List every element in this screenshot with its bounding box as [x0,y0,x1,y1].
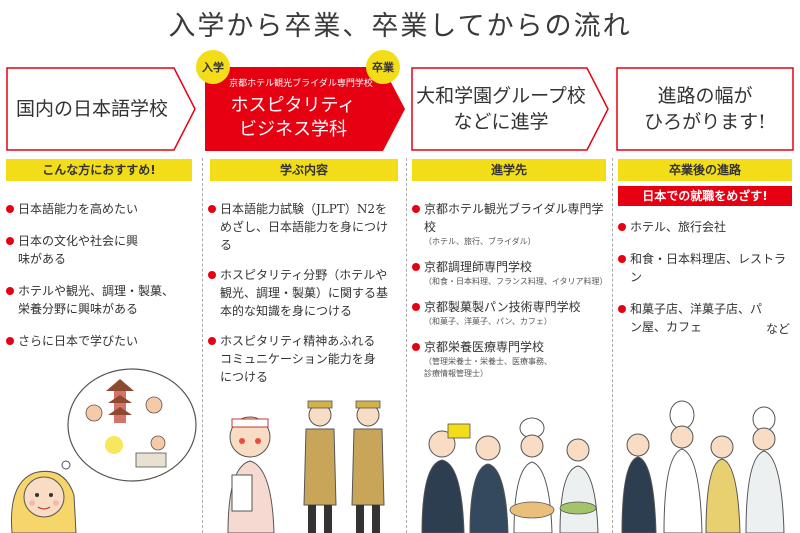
step-label: 国内の日本語学校 [15,98,168,120]
school-name: 京都ホテル観光ブライダル専門学校 [229,79,373,89]
step-japanese-school: 国内の日本語学校 [6,67,196,151]
career-list: ホテル、旅行会社 和食・日本料理店、レストラン 和菓子店、洋菓子店、パン屋、カフ… [618,218,790,336]
step-label-line2: ビジネス学科 [238,119,347,140]
etc-label: など [766,322,791,336]
list-item: 和食・日本料理店、レストラン [618,250,790,286]
job-banner: 日本での就職をめざす! [618,186,792,206]
arrow-shape [411,67,609,151]
student-thinking-illustration [10,368,197,533]
arrow-shape [6,67,196,151]
badge-graduate: 卒業 [366,50,400,84]
group-schools-illustration [421,417,599,533]
page-title: 入学から卒業、卒業してからの流れ [168,11,632,42]
school-name: 京都ホテル観光ブライダル専門学校 [424,202,604,234]
step-label-line2: などに進学 [453,111,549,133]
column-divider [406,158,407,533]
arrow-shape-red [205,67,405,151]
badge-enroll: 入学 [196,50,230,84]
school-name: 京都製菓製パン技術専門学校 [424,300,581,314]
step-label-line1: 大和学園グループ校 [416,85,586,107]
list-item: ホスピタリティ分野（ホテルや観光、調理・製菓）に関する基本的な知識を身につける [208,266,398,320]
school-courses: （管理栄養士・栄養士、医療事務、診療情報管理士） [424,357,552,378]
list-item: 京都ホテル観光ブライダル専門学校 （ホテル、旅行、ブライダル） [412,200,604,248]
step-label-line2: ひろがります! [644,111,766,133]
career-professionals-illustration [621,400,785,533]
recommend-list: 日本語能力を高めたい 日本の文化や社会に興味がある ホテルや観光、調理・製菓、栄… [6,200,186,350]
school-courses: （和食・日本料理、フランス料理、イタリア料理） [424,277,608,286]
box-shape [616,67,794,151]
step-career: 進路の幅が ひろがります! [616,67,794,151]
list-item: 日本語能力試験（JLPT）N2をめざし、日本語能力を身につける [208,200,398,254]
step-label-line1: 進路の幅が [657,85,753,107]
school-courses: （ホテル、旅行、ブライダル） [424,237,536,246]
column-header: 進学先 [412,159,606,181]
school-name: 京都調理師専門学校 [424,260,533,274]
step-label-line1: ホスピタリティ [230,95,356,116]
hospitality-students-illustration [227,400,385,533]
column-divider [202,158,203,533]
list-item: ホスピタリティ精神あふれるコミュニケーション能力を身につける [208,332,380,386]
step-hospitality-dept: ホスピタリティ ビジネス学科 [205,67,405,151]
column-divider [612,158,613,533]
list-item: ホテルや観光、調理・製菓、栄養分野に興味がある [6,282,183,318]
step-label: 大和学園グループ校 などに進学 [416,83,604,135]
list-item: 京都製菓製パン技術専門学校 （和菓子、洋菓子、パン、カフェ） [412,298,604,328]
column-header: 卒業後の進路 [618,159,792,181]
school-list: 京都ホテル観光ブライダル専門学校 （ホテル、旅行、ブライダル） 京都調理師専門学… [412,200,608,380]
step-label: ホスピタリティ ビジネス学科 [231,76,380,142]
list-item: 和菓子店、洋菓子店、パン屋、カフェ [618,300,770,336]
list-item: ホテル、旅行会社 [618,218,790,236]
column-header: こんな方におすすめ! [6,159,192,181]
school-name: 京都栄養医療専門学校 [424,340,545,354]
step-further-study: 大和学園グループ校 などに進学 [411,67,609,151]
step-label: 進路の幅が ひろがります! [644,83,766,135]
list-item: 京都栄養医療専門学校 （管理栄養士・栄養士、医療事務、診療情報管理士） [412,338,604,380]
learning-list: 日本語能力試験（JLPT）N2をめざし、日本語能力を身につける ホスピタリティ分… [208,200,398,386]
school-courses: （和菓子、洋菓子、パン、カフェ） [424,317,552,326]
list-item: さらに日本で学びたい [6,332,186,350]
list-item: 日本の文化や社会に興味がある [6,232,148,268]
column-header: 学ぶ内容 [210,159,398,181]
list-item: 日本語能力を高めたい [6,200,186,218]
list-item: 京都調理師専門学校 （和食・日本料理、フランス料理、イタリア料理） [412,258,608,288]
